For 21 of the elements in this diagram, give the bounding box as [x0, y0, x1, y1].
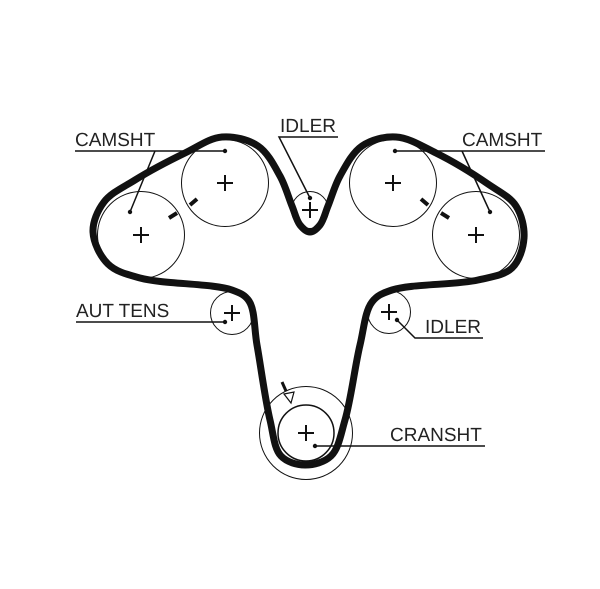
pulley-circle [97, 191, 185, 279]
pulley-circle [349, 139, 437, 227]
pulley-circle [259, 386, 353, 480]
part-label: IDLER [280, 117, 336, 136]
leader-line [392, 148, 545, 154]
leader-line [278, 136, 338, 200]
leader-line [76, 320, 228, 324]
part-label: CRANSHT [390, 426, 482, 445]
leader-line [128, 150, 156, 214]
leader-line [394, 318, 483, 339]
pulley-circle [181, 139, 269, 227]
leader-line [75, 148, 228, 154]
part-label: CAMSHT [462, 131, 542, 150]
pulley-circle [432, 191, 520, 279]
part-label: AUT TENS [76, 302, 170, 321]
pulley-circle [210, 291, 254, 335]
pulley-circle [367, 290, 411, 334]
leader-line [461, 150, 492, 214]
pulley-circle [291, 191, 329, 229]
part-label: CAMSHT [75, 131, 156, 150]
part-label: IDLER [425, 318, 481, 337]
